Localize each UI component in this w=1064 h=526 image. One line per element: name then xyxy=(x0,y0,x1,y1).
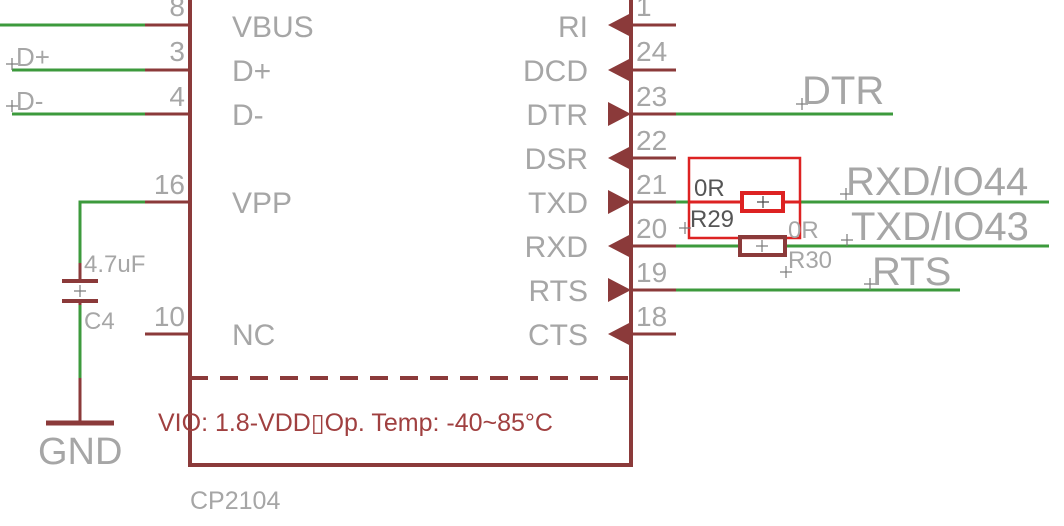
pin-number-dsr: 22 xyxy=(636,125,667,156)
pin-number-vpp: 16 xyxy=(154,169,185,200)
net-wire-vpp xyxy=(78,200,145,263)
net-label-d-minus: D- xyxy=(16,86,43,116)
pin-arrow-rts xyxy=(608,278,631,302)
r30-resistor-body[interactable] xyxy=(738,235,787,257)
pin-arrow-dcd xyxy=(608,58,631,82)
pin-name-rts: RTS xyxy=(529,275,588,308)
pin-name-rxd: RXD xyxy=(525,231,588,264)
c4-value-label: 4.7uF xyxy=(84,251,145,278)
pin-name-nc: NC xyxy=(232,319,275,352)
pin-number-cts: 18 xyxy=(636,301,667,332)
chip-name-label: CP2104 xyxy=(190,487,280,515)
pin-number-d-minus: 4 xyxy=(169,81,185,112)
pin-name-d-plus: D+ xyxy=(232,55,271,88)
chip-body-outline xyxy=(188,0,633,467)
pin-number-d-plus: 3 xyxy=(169,36,185,67)
pin-name-dtr: DTR xyxy=(526,99,588,132)
pin-name-ri: RI xyxy=(558,11,588,44)
r29-value-label: 0R xyxy=(694,175,725,202)
chip-note-vio: VIO: 1.8-VDD▯Op. Temp: -40~85°C xyxy=(158,409,553,437)
pin-name-cts: CTS xyxy=(528,319,588,352)
r29-name-label: R29 xyxy=(690,206,734,233)
pin-number-ri: 1 xyxy=(636,0,652,22)
pin-name-dsr: DSR xyxy=(525,143,588,176)
net-label-rxd-io44: RXD/IO44 xyxy=(846,160,1028,204)
pin-number-rts: 19 xyxy=(636,257,667,288)
net-label-txd-io43: TXD/IO43 xyxy=(851,205,1029,249)
pin-number-nc: 10 xyxy=(154,301,185,332)
net-label-dtr: DTR xyxy=(802,69,884,113)
pin-arrow-rxd xyxy=(608,234,631,258)
pin-number-rxd: 20 xyxy=(636,213,667,244)
pin-number-vbus: 8 xyxy=(169,0,185,22)
pin-arrow-dtr xyxy=(608,102,631,126)
pin-arrow-cts xyxy=(608,322,631,346)
pin-number-txd: 21 xyxy=(636,169,667,200)
net-label-rts: RTS xyxy=(872,250,951,294)
gnd-label: GND xyxy=(38,431,122,473)
r29-resistor-body[interactable] xyxy=(740,191,785,213)
pin-name-dcd: DCD xyxy=(523,55,588,88)
r30-value-label: 0R xyxy=(788,217,819,244)
pin-number-dcd: 24 xyxy=(636,36,667,67)
pin-number-dtr: 23 xyxy=(636,81,667,112)
pin-name-txd: TXD xyxy=(528,187,588,220)
pin-name-vpp: VPP xyxy=(232,187,292,220)
c4-name-label: C4 xyxy=(84,308,115,335)
pin-name-vbus: VBUS xyxy=(232,11,314,44)
pin-arrow-txd xyxy=(608,190,631,214)
r30-name-label: R30 xyxy=(788,247,832,274)
net-label-d-plus: D+ xyxy=(16,42,50,72)
pin-name-d-minus: D- xyxy=(232,99,264,132)
pin-arrow-ri xyxy=(608,13,631,37)
pin-arrow-dsr xyxy=(608,146,631,170)
